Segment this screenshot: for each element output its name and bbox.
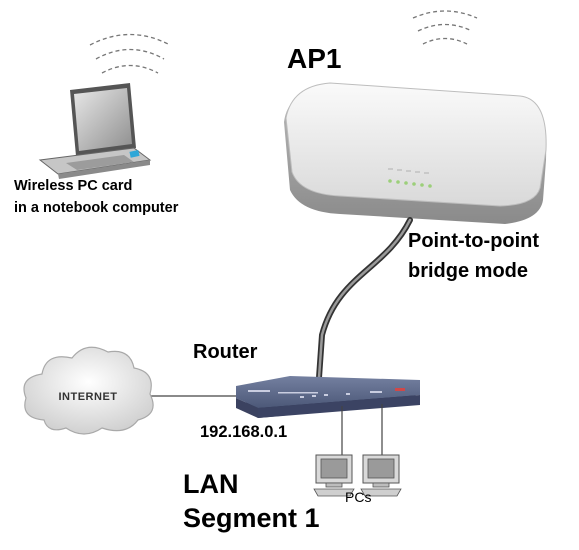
internet-label: INTERNET: [59, 391, 118, 403]
lan-label-line2: Segment 1: [183, 503, 320, 533]
cloud-icon: INTERNET: [23, 346, 154, 435]
router-ip-label: 192.168.0.1: [200, 423, 288, 441]
wifi-waves-icon: [89, 33, 171, 74]
desktop-pc-icon: [360, 454, 402, 497]
bridge-label-line1: Point-to-point: [408, 230, 540, 252]
router-icon: [236, 376, 420, 418]
notebook-label: Wireless PC card in a notebook computer: [14, 175, 178, 219]
access-point-icon: [284, 82, 547, 224]
router-label: Router: [193, 341, 258, 363]
wifi-waves-icon: [412, 10, 478, 45]
notebook-label-line2: in a notebook computer: [14, 200, 179, 216]
lan-label-line1: LAN: [183, 469, 239, 499]
laptop-icon: [38, 83, 152, 179]
desktop-pc-icon: [313, 454, 355, 497]
notebook-label-line1: Wireless PC card: [14, 178, 133, 194]
pcs-label: PCs: [345, 489, 372, 505]
lan-segment-label: LAN Segment 1: [183, 467, 320, 535]
ethernet-cable: [315, 217, 413, 395]
bridge-label-line2: bridge mode: [408, 260, 529, 282]
pc-cables: [341, 404, 383, 455]
bridge-mode-label: Point-to-point bridge mode: [408, 226, 539, 286]
ap-label: AP1: [287, 43, 342, 74]
